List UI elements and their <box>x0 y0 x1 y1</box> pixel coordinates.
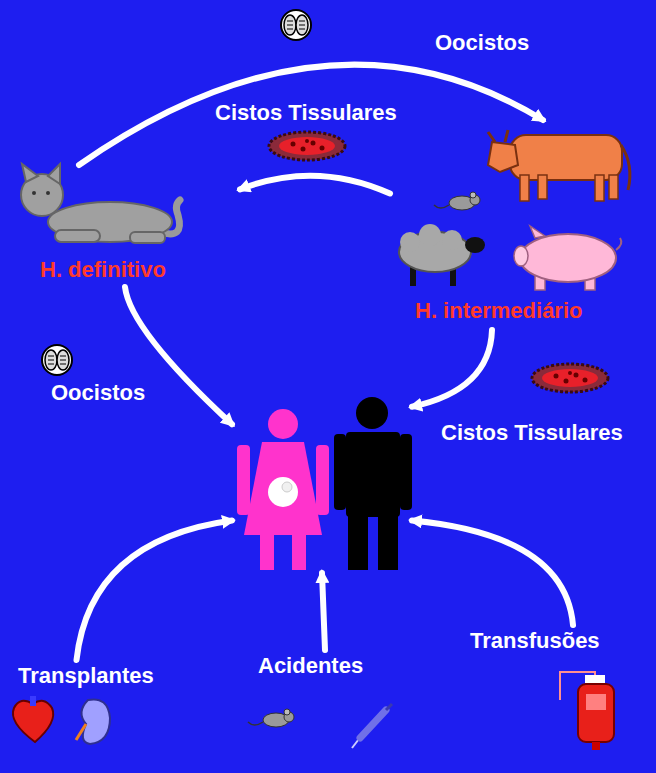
pig-figure <box>514 226 621 290</box>
node-label: H. definitivo <box>40 257 166 283</box>
source-group: Transplantes <box>10 660 200 752</box>
woman-figure <box>237 409 329 570</box>
node-label: Transplantes <box>18 663 154 689</box>
node-label: H. intermediário <box>415 298 582 324</box>
syringe-figure <box>352 704 392 748</box>
cycle-arrow <box>240 176 390 194</box>
cat-figure <box>21 164 180 243</box>
kidney-organ <box>76 699 110 744</box>
tissue-cyst-icon <box>532 364 608 392</box>
cycle-arrow <box>77 521 233 661</box>
blood-bag <box>560 672 614 750</box>
oocyst-icon <box>42 345 72 375</box>
edge-label: Cistos Tissulares <box>438 420 626 446</box>
mouse-figure <box>434 192 480 210</box>
host-group: H. intermediário <box>390 120 645 330</box>
node-label: Transfusões <box>470 628 600 654</box>
cycle-arrow <box>322 573 325 650</box>
source-group: Acidentes <box>250 650 400 752</box>
source-group: Transfusões <box>465 625 645 755</box>
sheep-figure <box>399 224 485 286</box>
oocyst-icon <box>281 10 311 40</box>
cycle-arrow <box>412 521 573 626</box>
node-label: Acidentes <box>258 653 363 679</box>
human-group <box>232 398 412 573</box>
edge-label: Cistos Tissulares <box>212 100 400 126</box>
man-figure <box>334 397 412 570</box>
edge-label: Oocistos <box>48 380 148 406</box>
cycle-arrow <box>412 330 492 407</box>
edge-label: Oocistos <box>432 30 532 56</box>
cycle-arrow <box>79 65 543 165</box>
heart-organ <box>13 696 53 742</box>
tissue-cyst-icon <box>269 132 345 160</box>
host-group: H. definitivo <box>10 165 240 287</box>
cow-figure <box>488 130 630 201</box>
mouse-figure <box>248 709 294 727</box>
